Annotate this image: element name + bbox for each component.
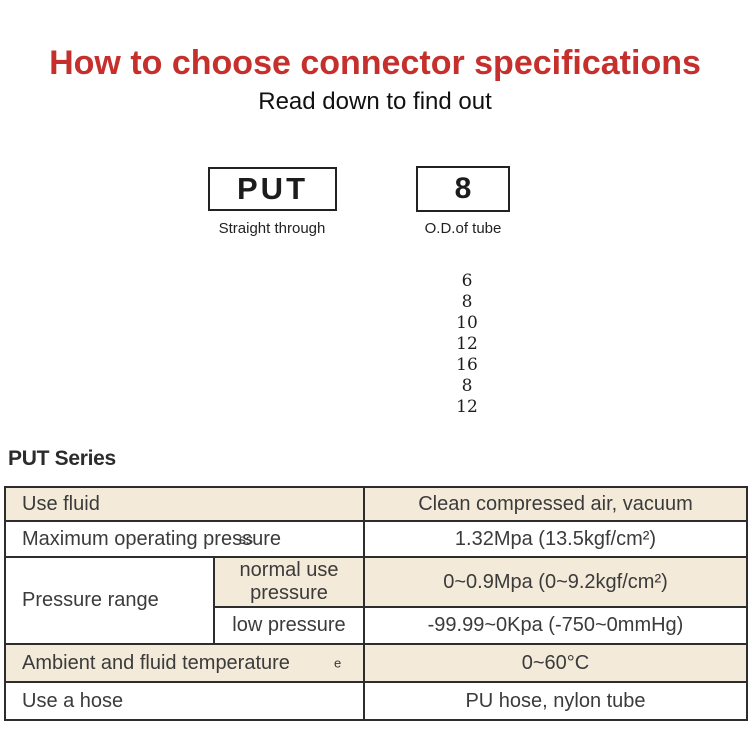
- table-row-low-pressure: low pressure -99.99~0Kpa (-750~0mmHg): [5, 606, 748, 645]
- spec-table: Use fluid Clean compressed air, vacuum M…: [4, 486, 748, 721]
- model-code-text: PUT: [237, 171, 308, 206]
- temperature-value: 0~60°C: [363, 643, 748, 683]
- size-option: 8: [461, 292, 473, 312]
- hose-value: PU hose, nylon tube: [363, 681, 748, 721]
- max-pressure-label: Maximum operating pressure: [22, 527, 281, 550]
- overlap-text-artifact: e: [334, 655, 342, 671]
- table-row-use-fluid: Use fluid Clean compressed air, vacuum: [4, 486, 748, 522]
- series-heading: PUT Series: [8, 447, 116, 470]
- size-option: 6: [461, 271, 473, 291]
- model-code-box: PUT: [208, 167, 337, 211]
- size-option: 10: [456, 313, 478, 333]
- max-pressure-value: 1.32Mpa (13.5kgf/cm²): [363, 520, 748, 558]
- use-fluid-value: Clean compressed air, vacuum: [363, 486, 748, 522]
- size-option: 8: [461, 376, 473, 396]
- table-row-max-pressure: Maximum operating pressure ss 1.32Mpa (1…: [4, 520, 748, 558]
- max-pressure-label-cell: Maximum operating pressure ss: [4, 520, 365, 558]
- temperature-label: Ambient and fluid temperature: [22, 651, 290, 674]
- tube-size-box: 8: [416, 166, 510, 212]
- tube-size-text: 8: [454, 172, 472, 205]
- table-row-hose: Use a hose PU hose, nylon tube: [4, 681, 748, 721]
- use-fluid-label: Use fluid: [4, 486, 365, 522]
- size-option: 12: [456, 397, 478, 417]
- tube-size-caption: O.D.of tube: [424, 220, 502, 237]
- hose-label: Use a hose: [4, 681, 365, 721]
- table-row-normal-pressure: Pressure range normal use pressure 0~0.9…: [4, 556, 748, 645]
- normal-use-pressure-label: normal use pressure: [213, 556, 365, 608]
- low-pressure-value: -99.99~0Kpa (-750~0mmHg): [363, 606, 748, 645]
- page-title: How to choose connector specifications: [49, 44, 701, 82]
- model-code-caption: Straight through: [218, 220, 326, 237]
- table-row-temperature: Ambient and fluid temperature e 0~60°C: [4, 643, 748, 683]
- tube-size-options-list: 6 8 10 12 16 8 12: [387, 271, 547, 418]
- size-option: 16: [456, 355, 478, 375]
- temperature-label-cell: Ambient and fluid temperature e: [4, 643, 365, 683]
- overlap-text-artifact: ss: [239, 531, 253, 547]
- page-subtitle: Read down to find out: [258, 88, 492, 115]
- normal-use-pressure-value: 0~0.9Mpa (0~9.2kgf/cm²): [363, 556, 748, 608]
- low-pressure-label: low pressure: [213, 606, 365, 645]
- size-option: 12: [456, 334, 478, 354]
- pressure-range-label: Pressure range: [4, 556, 215, 645]
